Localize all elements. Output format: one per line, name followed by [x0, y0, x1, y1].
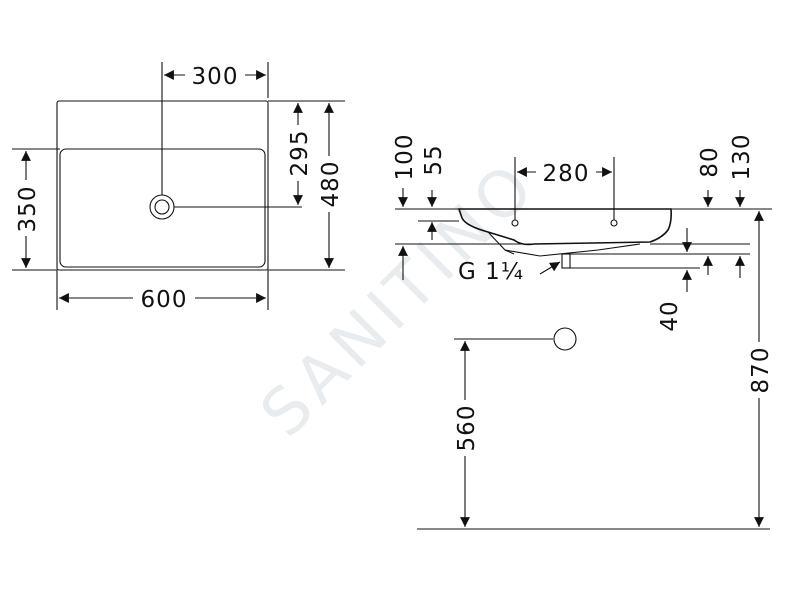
dim-600-label: 600 [141, 287, 188, 313]
top-view: 300 600 350 295 480 [12, 62, 345, 313]
watermark: SANITINO [247, 147, 551, 451]
dim-870-label: 870 [748, 347, 774, 394]
dim-295-label: 295 [287, 130, 313, 177]
waste-outlet-icon [553, 327, 577, 351]
dim-40-label: 40 [657, 300, 683, 331]
dim-560-label: 560 [454, 405, 480, 452]
drain-leader-line [539, 261, 561, 275]
dim-350-label: 350 [15, 186, 41, 233]
dim-80-label: 80 [697, 146, 723, 177]
dim-130-label: 130 [729, 134, 755, 181]
drain-stub-icon [561, 253, 571, 269]
dim-100-label: 100 [392, 134, 418, 181]
tap-hole-right-icon [610, 219, 618, 227]
drain-thread-label: G 1¼ [458, 259, 524, 285]
drain-inner-icon [154, 199, 170, 215]
drain-icon [149, 194, 175, 220]
dim-55-label: 55 [421, 144, 447, 175]
watermark-text: SANITINO [247, 147, 551, 451]
dim-280-label: 280 [543, 161, 590, 187]
dim-300-label: 300 [192, 64, 239, 90]
dim-480-label: 480 [318, 161, 344, 208]
side-view: 280 100 55 80 130 40 G 1¼ [392, 134, 774, 530]
